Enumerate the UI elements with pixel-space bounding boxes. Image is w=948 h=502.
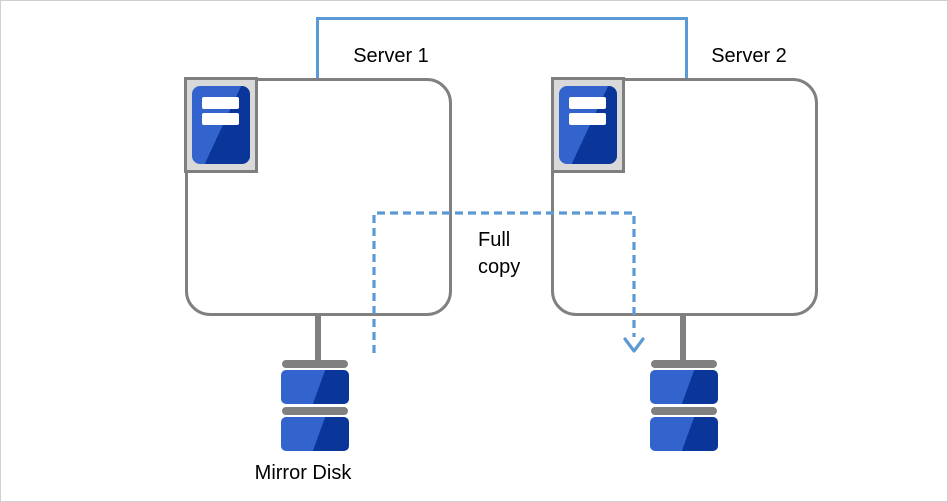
server-icon: [192, 86, 250, 164]
server2-icon-tile: [551, 77, 625, 173]
server2-disk-connector: [680, 314, 686, 362]
server1-disk-connector: [315, 314, 321, 362]
server-drive-slot-icon: [569, 113, 606, 125]
server-drive-slot-icon: [202, 97, 239, 109]
server-drive-slot-icon: [569, 97, 606, 109]
mirror-disk-icon: [281, 360, 349, 451]
full-copy-dashed-arrow: [372, 211, 645, 353]
server-icon: [559, 86, 617, 164]
server2-label: Server 2: [711, 45, 787, 67]
server-drive-slot-icon: [202, 113, 239, 125]
arrow-head-icon: [623, 337, 645, 353]
server-interconnect-line: [316, 17, 688, 79]
server1-icon-tile: [184, 77, 258, 173]
server2-disk-icon: [650, 360, 718, 451]
mirror-disk-label: Mirror Disk: [254, 462, 352, 484]
server1-label: Server 1: [353, 45, 429, 67]
full-copy-label: Full copy: [478, 229, 521, 278]
